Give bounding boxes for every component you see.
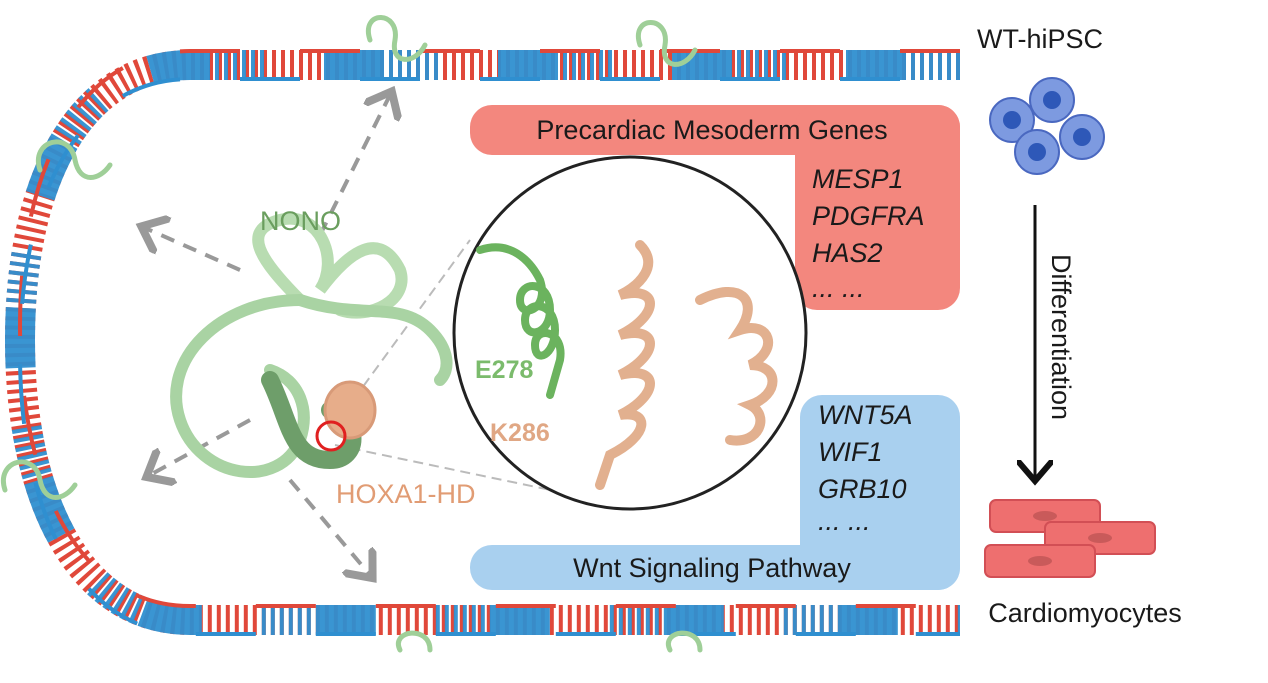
precardiac-title: Precardiac Mesoderm Genes xyxy=(536,115,887,145)
cell-line-label: WT-hiPSC xyxy=(977,24,1103,54)
wnt-title: Wnt Signaling Pathway xyxy=(573,553,851,583)
residue-e278-label: E278 xyxy=(475,356,533,384)
gene-mesp1: MESP1 xyxy=(812,164,904,194)
gene-grb10: GRB10 xyxy=(818,474,907,504)
hipsc-cells-icon xyxy=(989,77,1105,175)
dna-helix xyxy=(4,49,960,636)
gene-ellipsis: ... ... xyxy=(818,506,871,536)
cardiomyocytes-label: Cardiomyocytes xyxy=(988,598,1182,628)
hoxa1-label: HOXA1-HD xyxy=(336,479,476,509)
dna-bound-proteins xyxy=(0,15,703,653)
wnt-pathway-box: WNT5A WIF1 GRB10 ... ... Wnt Signaling P… xyxy=(470,395,960,590)
gene-ellipsis: ... ... xyxy=(812,273,865,303)
interaction-zoom-circle: E278 K286 xyxy=(452,155,808,511)
nono-hoxa1-complex xyxy=(170,212,453,478)
gene-wnt5a: WNT5A xyxy=(818,400,913,430)
nono-label: NONO xyxy=(260,206,341,236)
gene-pdgfra: PDGFRA xyxy=(812,201,925,231)
precardiac-genes-box: Precardiac Mesoderm Genes MESP1 PDGFRA H… xyxy=(470,105,960,310)
cardiomyocytes-icon xyxy=(984,499,1156,578)
gene-has2: HAS2 xyxy=(812,238,883,268)
gene-wif1: WIF1 xyxy=(818,437,883,467)
residue-k286-label: K286 xyxy=(490,419,550,447)
differentiation-label: Differentiation xyxy=(1046,254,1076,420)
